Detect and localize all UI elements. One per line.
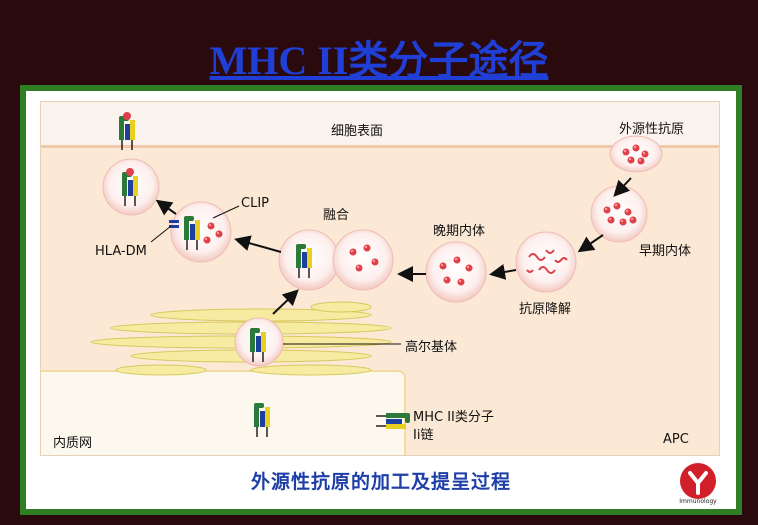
diagram-caption: 外源性抗原的加工及提呈过程 [250, 471, 511, 493]
cell-cytoplasm: 细胞表面 外源性抗原 CLIP HLA-DM 融合 晚期内体 早期内体 抗原降解… [40, 101, 720, 456]
label-mhc-ii: MHC II类分子 [413, 410, 494, 425]
immunology-logo-icon [680, 463, 716, 499]
cell-membrane [41, 102, 719, 148]
label-golgi: 高尔基体 [405, 340, 458, 355]
hla-dm-vesicle [169, 201, 232, 263]
pathway-diagram [90, 112, 663, 438]
label-exogenous-antigen: 外源性抗原 [619, 122, 685, 137]
slide-title: MHC II类分子途径 [209, 38, 549, 83]
label-early-endosome: 早期内体 [639, 244, 692, 259]
label-antigen-degradation: 抗原降解 [519, 302, 572, 317]
degradation-vesicle [515, 231, 577, 293]
diagram-frame: 细胞表面 外源性抗原 CLIP HLA-DM 融合 晚期内体 早期内体 抗原降解… [20, 85, 742, 515]
label-er: 内质网 [53, 436, 93, 451]
late-endosome-vesicle [425, 241, 487, 303]
fusion-vesicles [278, 229, 394, 291]
diagram-panel: 细胞表面 外源性抗原 CLIP HLA-DM 融合 晚期内体 早期内体 抗原降解… [26, 91, 736, 509]
er-mhc-molecule [253, 402, 271, 438]
exogenous-antigen-vesicle [609, 135, 663, 173]
hla-dm-pointer [150, 225, 172, 243]
label-clip: CLIP [241, 196, 269, 211]
label-fusion: 融合 [323, 208, 350, 223]
ii-chain-mhc-molecule [375, 412, 411, 430]
clip-pointer [212, 205, 240, 219]
surface-mhc-molecule [118, 112, 136, 151]
golgi-vesicle [234, 317, 284, 367]
early-endosome-vesicle [590, 185, 648, 243]
label-ii-chain: Ii链 [413, 428, 434, 443]
label-late-endosome: 晚期内体 [433, 224, 486, 239]
loaded-mhc-vesicle [102, 158, 160, 216]
endoplasmic-reticulum-region [41, 370, 406, 455]
logo-text: Immunology [679, 498, 717, 505]
pathway-arrows [155, 177, 632, 315]
label-apc: APC [663, 432, 689, 447]
label-cell-surface: 细胞表面 [331, 124, 384, 139]
label-hla-dm: HLA-DM [95, 244, 147, 259]
